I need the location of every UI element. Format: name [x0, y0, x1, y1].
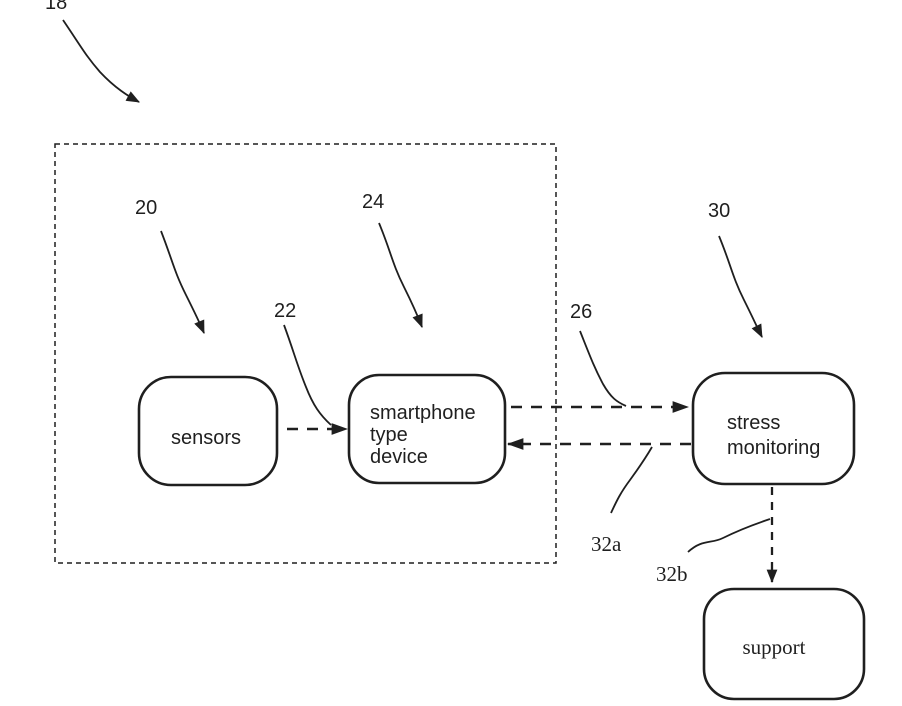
ref-label-32b: 32b — [656, 562, 688, 586]
leader-ref-22 — [283, 324, 332, 426]
support-box-label: support — [743, 635, 806, 659]
smartphone-box-label-line2: type — [370, 424, 408, 446]
ref-label-24: 24 — [362, 191, 384, 213]
smartphone-box-label-line3: device — [370, 446, 428, 468]
leader-ref-sensors — [160, 230, 205, 334]
sensors-box — [137, 375, 279, 487]
leader-ref-32b — [687, 518, 771, 553]
ref-label-32a: 32a — [591, 532, 622, 556]
ref-label-26: 26 — [570, 301, 592, 323]
ref-label-30: 30 — [708, 200, 730, 222]
dashed-enclosure-box — [54, 143, 557, 564]
support-box — [702, 587, 866, 701]
leader-ref-smartphone — [378, 222, 423, 329]
sensors-box-label: sensors — [171, 427, 241, 449]
ref-label-22: 22 — [274, 300, 296, 322]
leader-ref-26 — [579, 330, 627, 407]
smartphone-box-label-line1: smartphone — [370, 402, 476, 424]
leader-ref-stress — [718, 235, 763, 338]
ref-label-20: 20 — [135, 197, 157, 219]
leader-ref-system — [62, 19, 140, 103]
smartphone-box — [347, 373, 507, 485]
stress-box-label-line2: monitoring — [727, 437, 820, 459]
leader-ref-32a — [610, 446, 653, 514]
ref-label-system: 18 — [45, 0, 67, 14]
stress-monitoring-box — [691, 371, 856, 486]
stress-box-label-line1: stress — [727, 412, 780, 434]
